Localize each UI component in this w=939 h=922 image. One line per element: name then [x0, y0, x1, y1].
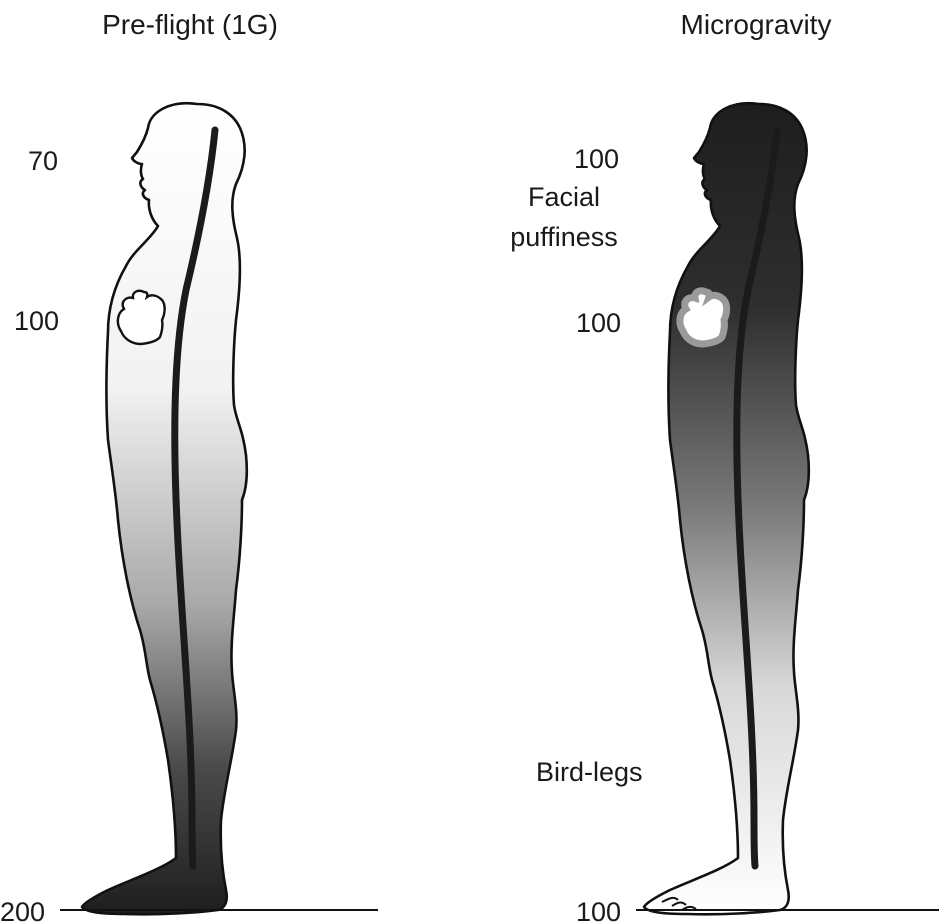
microgravity-pressure-feet: 100 [576, 897, 621, 922]
preflight-title: Pre-flight (1G) [102, 9, 278, 40]
microgravity-body-silhouette [644, 103, 809, 914]
annotation-puffiness: puffiness [510, 222, 618, 252]
annotation-bird-legs: Bird-legs [536, 757, 643, 787]
preflight-panel: Pre-flight (1G) 70 100 200 [0, 9, 378, 922]
microgravity-figure [644, 103, 809, 914]
microgravity-heart-icon [680, 291, 727, 344]
annotation-facial: Facial [528, 182, 600, 212]
microgravity-pressure-heart: 100 [576, 308, 621, 338]
microgravity-panel: Microgravity 100 Facial puffiness 100 Bi… [510, 9, 939, 922]
preflight-pressure-heart: 100 [14, 306, 59, 336]
preflight-body-silhouette [82, 103, 247, 914]
preflight-pressure-head: 70 [28, 146, 58, 176]
microgravity-pressure-head: 100 [574, 144, 619, 174]
preflight-heart-icon [118, 291, 165, 344]
preflight-pressure-feet: 200 [0, 897, 45, 922]
microgravity-title: Microgravity [681, 9, 832, 40]
